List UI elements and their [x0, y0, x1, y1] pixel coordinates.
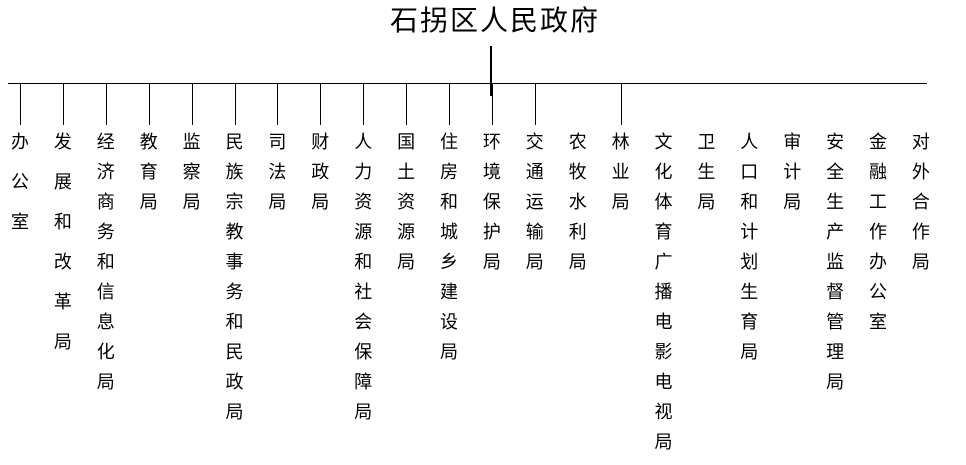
- branch-line: [406, 84, 408, 125]
- horizontal-connector-line: [8, 83, 927, 84]
- department-node: 安全生产监督管理局: [826, 132, 845, 392]
- branch-line: [62, 84, 64, 125]
- branch-line: [234, 84, 236, 125]
- branch-line: [320, 84, 322, 125]
- department-node: 办公室: [11, 132, 29, 232]
- branch-line: [191, 84, 193, 125]
- branch-line: [20, 84, 21, 125]
- department-node: 人力资源和社会保障局: [354, 132, 373, 422]
- department-node: 教育局: [139, 132, 158, 212]
- department-node: 人口和计划生育局: [740, 132, 759, 362]
- department-node: 文化体育广播电影电视局: [654, 132, 673, 452]
- department-node: 农牧水利局: [568, 132, 587, 272]
- branch-line: [534, 84, 536, 125]
- branch-line: [491, 84, 493, 125]
- department-node: 交通运输局: [525, 132, 544, 272]
- branch-line: [620, 84, 622, 125]
- branch-line: [148, 84, 150, 125]
- department-node: 司法局: [268, 132, 287, 212]
- department-node: 发展和改革局: [53, 132, 72, 352]
- department-node: 财政局: [311, 132, 330, 212]
- branch-line: [363, 84, 365, 125]
- chart-title: 石拐区人民政府: [389, 6, 600, 37]
- department-node: 住房和城乡建设局: [440, 132, 458, 362]
- branch-line: [277, 84, 279, 125]
- department-node: 审计局: [783, 132, 802, 212]
- department-node: 经济商务和信息化局: [96, 132, 115, 392]
- department-node: 环境保护局: [482, 132, 501, 272]
- department-node: 金融工作办公室: [869, 132, 887, 332]
- department-node: 卫生局: [697, 132, 716, 212]
- department-node: 国土资源局: [397, 132, 416, 272]
- department-node: 对外合作局: [911, 132, 930, 272]
- title-connector-line: [490, 46, 492, 96]
- department-node: 民族宗教事务和民政局: [225, 132, 244, 422]
- department-node: 林业局: [611, 132, 630, 212]
- branch-line: [449, 84, 450, 125]
- branch-line: [105, 84, 107, 125]
- department-node: 监察局: [182, 132, 201, 212]
